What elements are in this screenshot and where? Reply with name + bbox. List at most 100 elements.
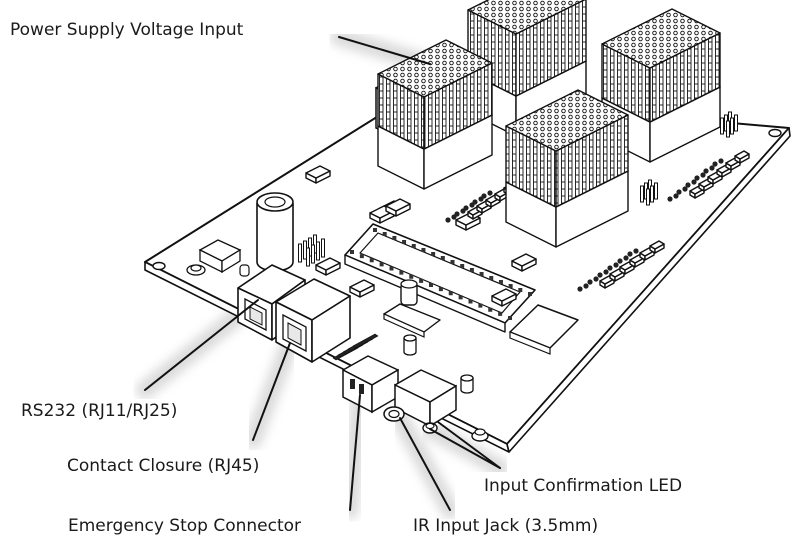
led-dot <box>676 189 682 195</box>
led-dot <box>613 262 619 268</box>
led-dot <box>617 258 623 264</box>
socket-pin <box>469 268 474 272</box>
ic-socket <box>344 223 536 333</box>
socket-pin <box>508 284 513 288</box>
socket-pin <box>411 244 416 248</box>
socket-pin <box>488 307 493 312</box>
smd-chip <box>509 304 579 355</box>
socket-pin <box>460 264 465 268</box>
heatsink-left <box>377 39 493 190</box>
socket-pin <box>350 250 354 254</box>
smd-resistor <box>315 257 341 276</box>
socket-pin <box>508 316 512 320</box>
socket-pin <box>421 248 426 252</box>
led-dot <box>607 265 613 271</box>
smd-resistor <box>511 253 537 272</box>
callout-emergency-stop: Emergency Stop Connector <box>68 516 302 536</box>
socket-pin <box>458 295 463 300</box>
heatsink-center <box>505 89 629 248</box>
socket-pin <box>389 266 394 271</box>
socket-pin <box>379 262 384 267</box>
socket-pin <box>498 311 503 316</box>
rj45-jack <box>275 278 351 363</box>
led-chip <box>649 240 665 254</box>
socket-pin <box>429 283 433 287</box>
socket-pin <box>528 292 532 296</box>
socket-pin <box>369 258 374 263</box>
led-dot <box>685 182 691 188</box>
header-pin <box>654 182 658 200</box>
header-pin <box>646 188 650 206</box>
led-dot <box>593 276 599 282</box>
socket-pin <box>518 288 523 292</box>
header-pin <box>734 114 738 132</box>
header-pin <box>316 241 320 261</box>
smd-resistor <box>491 288 517 307</box>
socket-pin <box>438 287 443 292</box>
header-pin <box>730 117 734 135</box>
emergency-stop-terminal <box>332 333 399 414</box>
smd-components <box>305 165 537 307</box>
header-pin <box>720 117 724 135</box>
push-button <box>186 239 250 277</box>
socket-pin <box>392 236 397 240</box>
led-dot <box>603 269 609 275</box>
led-dot <box>454 211 460 217</box>
socket-pin <box>489 276 494 280</box>
led-dot <box>718 158 724 164</box>
small-capacitor <box>403 334 474 394</box>
leader-lines <box>144 36 501 511</box>
header-pin <box>306 247 310 267</box>
socket-pin <box>419 278 424 283</box>
crystal-oscillator <box>383 279 441 338</box>
header-pin <box>311 244 315 264</box>
led-dot <box>623 255 629 261</box>
led-dot <box>709 165 715 171</box>
led-dot <box>445 217 451 223</box>
led-dot <box>691 179 697 185</box>
header-pin <box>321 238 325 258</box>
header-pin <box>650 185 654 203</box>
socket-pin <box>402 240 407 244</box>
mounting-holes <box>152 128 782 442</box>
smd-resistor <box>385 198 411 217</box>
socket-pin <box>450 260 455 264</box>
ir-input-jack <box>383 369 457 428</box>
socket-pin <box>409 274 414 279</box>
socket-pin <box>373 228 377 232</box>
led-dot <box>583 283 589 289</box>
callout-power-supply: Power Supply Voltage Input <box>10 20 244 40</box>
led-dot <box>700 172 706 178</box>
led-dot <box>597 272 603 278</box>
led-dot <box>627 251 633 257</box>
socket-pin <box>478 303 483 308</box>
led-dot <box>673 193 679 199</box>
callout-input-led: Input Confirmation LED <box>484 476 683 496</box>
smd-resistor <box>305 165 331 184</box>
led-dot <box>577 286 583 292</box>
socket-pin <box>498 280 503 284</box>
led-dot <box>472 199 478 205</box>
led-dot <box>694 175 700 181</box>
callout-contact-closure: Contact Closure (RJ45) <box>67 456 260 476</box>
led-dot <box>712 161 718 167</box>
callout-ir-input: IR Input Jack (3.5mm) <box>413 516 599 536</box>
socket-pin <box>382 232 387 236</box>
socket-pin <box>448 291 453 296</box>
led-dot <box>633 248 639 254</box>
led-dot <box>703 168 709 174</box>
led-dot <box>481 193 487 199</box>
header-pin <box>726 120 730 138</box>
heatsinks <box>377 0 721 248</box>
capacitor <box>256 192 294 272</box>
led-dot <box>487 190 493 196</box>
led-chip <box>734 150 750 164</box>
socket-pin <box>359 254 364 259</box>
led-dot <box>587 279 593 285</box>
socket-pin <box>431 252 436 256</box>
socket-pin <box>440 256 445 260</box>
socket-pin <box>468 299 473 304</box>
socket-pin <box>479 272 484 276</box>
led-dot <box>463 205 469 211</box>
socket-pin <box>399 270 404 275</box>
